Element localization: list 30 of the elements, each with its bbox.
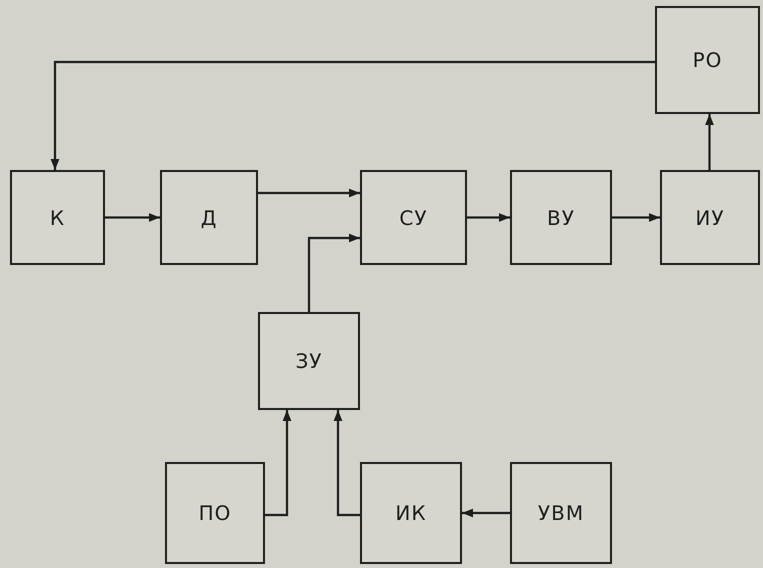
block-box	[655, 6, 760, 114]
block-label: К	[50, 206, 66, 230]
block-box	[660, 170, 760, 265]
block-box	[510, 462, 612, 564]
arrow	[705, 114, 714, 170]
block-box	[360, 462, 462, 564]
block-label: ИК	[395, 501, 427, 525]
block-box	[510, 170, 612, 265]
block-box	[258, 312, 360, 410]
block-label: ИУ	[695, 206, 725, 230]
block-box	[160, 170, 258, 265]
block-box	[10, 170, 105, 265]
arrow	[258, 188, 360, 198]
block-label: Д	[200, 206, 218, 230]
block-label: ВУ	[547, 206, 575, 230]
arrow	[334, 410, 360, 516]
arrow	[467, 213, 510, 222]
arrow	[50, 60, 655, 170]
block-label: ЗУ	[295, 349, 322, 373]
block-box	[165, 462, 265, 564]
arrow	[462, 508, 510, 518]
block-box	[360, 170, 467, 265]
arrow	[105, 213, 160, 222]
block-label: ПО	[198, 501, 232, 525]
arrow	[612, 213, 660, 222]
block-label: РО	[692, 48, 722, 72]
block-label: СУ	[399, 206, 428, 230]
arrow	[265, 410, 292, 516]
block-label: УВМ	[538, 501, 584, 525]
arrow	[308, 234, 360, 312]
